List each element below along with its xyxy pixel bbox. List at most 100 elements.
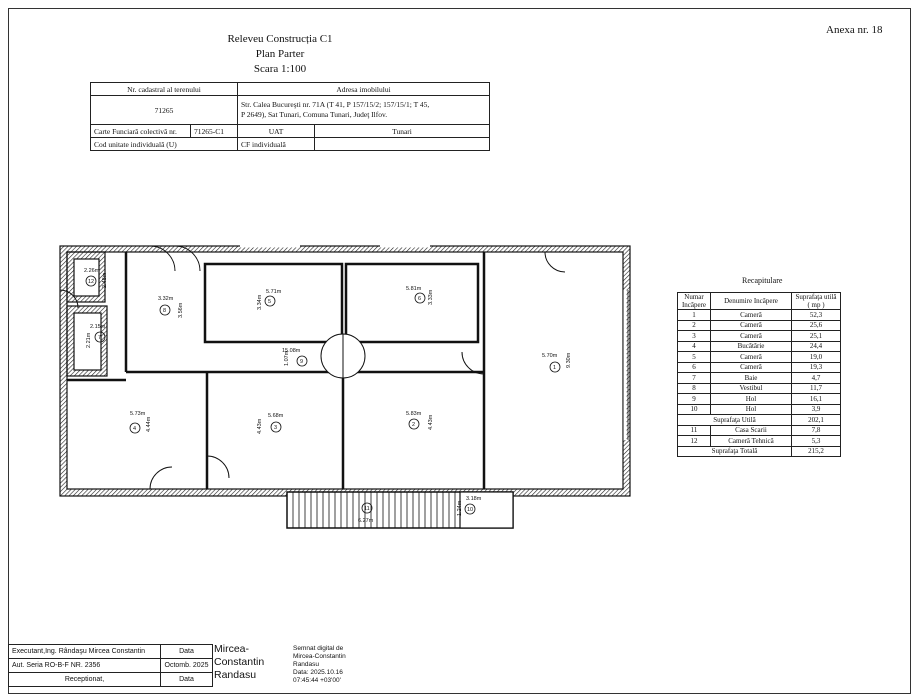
r12-label: 12	[88, 279, 94, 285]
r3-label: 3	[274, 425, 277, 431]
addr-value-1: Str. Calea Bucureşti nr. 71A (T 41, P 15…	[241, 100, 430, 109]
room-5-walls	[203, 262, 344, 344]
cf-label: Carte Funciară colectivă nr.	[91, 125, 191, 137]
r10-dim2: 1.24m	[457, 500, 463, 516]
recap-nr: 7	[677, 372, 711, 384]
r10-label: 10	[467, 507, 473, 513]
r12-dim: 2.26m	[84, 268, 100, 274]
recap-name: Cameră Tehnică	[710, 435, 792, 447]
title-block: Executant,Ing. Rândaşu Mircea Constantin…	[8, 644, 213, 687]
recap-total-value: 215,2	[791, 445, 841, 457]
recap-area: 7,8	[791, 424, 841, 436]
recap-nr: 5	[677, 351, 711, 363]
r1-label: 1	[553, 365, 556, 371]
r2-label: 2	[412, 422, 415, 428]
recap-area: 16,1	[791, 393, 841, 405]
recap-name: Hol	[710, 403, 792, 415]
recap-area: 4,7	[791, 372, 841, 384]
r8-dim2: 3.56m	[178, 302, 184, 318]
recap-area: 52,3	[791, 309, 841, 321]
cf-value: 71265-C1	[194, 126, 224, 136]
unit-label: Cod unitate individuală (U)	[90, 137, 238, 151]
recap-h-area: Suprafaţa utilă	[795, 293, 837, 301]
recap-nr: 2	[677, 319, 711, 331]
r3-dim: 5.68m	[268, 413, 284, 419]
r9-dim: 15.08m	[282, 348, 301, 354]
sig-line-5: 07:45:44 +03'00'	[293, 677, 341, 684]
recap-h-name: Denumire Incăpere	[710, 292, 792, 310]
recap-nr: 11	[677, 424, 711, 436]
recap-name: Baie	[710, 372, 792, 384]
r3-dim2: 4.43m	[257, 418, 263, 434]
recap-name: Cameră	[710, 319, 792, 331]
recap-name: Bucătărie	[710, 340, 792, 352]
recap-area: 19,3	[791, 361, 841, 373]
recap-area: 11,7	[791, 382, 841, 394]
recap-nr: 12	[677, 435, 711, 447]
recap-useful-label: Suprafaţa Utilă	[677, 414, 792, 426]
recap-nr: 1	[677, 309, 711, 321]
r12-dim2: 2.48m	[102, 272, 108, 288]
r2-dim: 5.83m	[406, 411, 422, 417]
recap-area: 19,0	[791, 351, 841, 363]
sig-line-4: Data: 2025.10.16	[293, 669, 343, 676]
recap-name: Hol	[710, 393, 792, 405]
recap-nr: 4	[677, 340, 711, 352]
recap-nr: 9	[677, 393, 711, 405]
r8-dim: 3.32m	[158, 296, 174, 302]
r10-dim: 3.18m	[466, 496, 482, 502]
data-label: Data	[160, 644, 213, 659]
recap-nr: 10	[677, 403, 711, 415]
recap-area: 3,9	[791, 403, 841, 415]
recap-area: 25,1	[791, 330, 841, 342]
sig-line-1: Semnat digital de	[293, 645, 344, 652]
signature-name: Mircea-Constantin Randasu	[214, 643, 265, 681]
drawing-scale: Scara 1:100	[253, 63, 307, 75]
recap-name: Cameră	[710, 309, 792, 321]
r4-label: 4	[133, 426, 136, 432]
recap-nr: 6	[677, 361, 711, 373]
r7-label: 7	[98, 335, 101, 341]
cf-ind-value	[314, 137, 490, 151]
recap-name: Cameră	[710, 330, 792, 342]
recap-area: 5,3	[791, 435, 841, 447]
r7-dim2: 2.21m	[86, 332, 92, 348]
r5-label: 5	[268, 299, 271, 305]
cadastral-table: Nr. cadastral al terenului Adresa imobil…	[90, 82, 490, 151]
r11-label: 11	[364, 506, 370, 512]
r4-dim2: 4.44m	[146, 416, 152, 432]
r8-label: 8	[163, 308, 166, 314]
recap-nr: 3	[677, 330, 711, 342]
receptionat: Receptionat,	[8, 672, 161, 687]
recap-h-nr2: Incăpere	[681, 301, 707, 309]
drawing-title: Releveu Construcția C1	[227, 33, 333, 45]
r6-dim2: 3.33m	[428, 289, 434, 305]
r9-dim2: 1.07m	[284, 350, 290, 366]
recap-name: Cameră	[710, 351, 792, 363]
r7-dim: 2.15m	[90, 324, 106, 330]
r1-dim: 5.70m	[542, 353, 558, 359]
addr-value-2: P 2649), Sat Tunari, Comuna Tunari, Jude…	[241, 110, 388, 119]
recap-title: Recapitulare	[742, 276, 783, 285]
recap-h-nr: Numar	[684, 293, 704, 301]
r4-dim: 5.73m	[130, 411, 146, 417]
executant: Executant,Ing. Rândaşu Mircea Constantin	[8, 644, 161, 659]
recap-h-area2: ( mp )	[807, 301, 825, 309]
page-frame	[8, 8, 911, 694]
recap-nr: 8	[677, 382, 711, 394]
data-label-2: Data	[160, 672, 213, 687]
digital-signature: Semnat digital de Mircea-Constantin Rand…	[293, 645, 373, 685]
recap-name: Vestibul	[710, 382, 792, 394]
